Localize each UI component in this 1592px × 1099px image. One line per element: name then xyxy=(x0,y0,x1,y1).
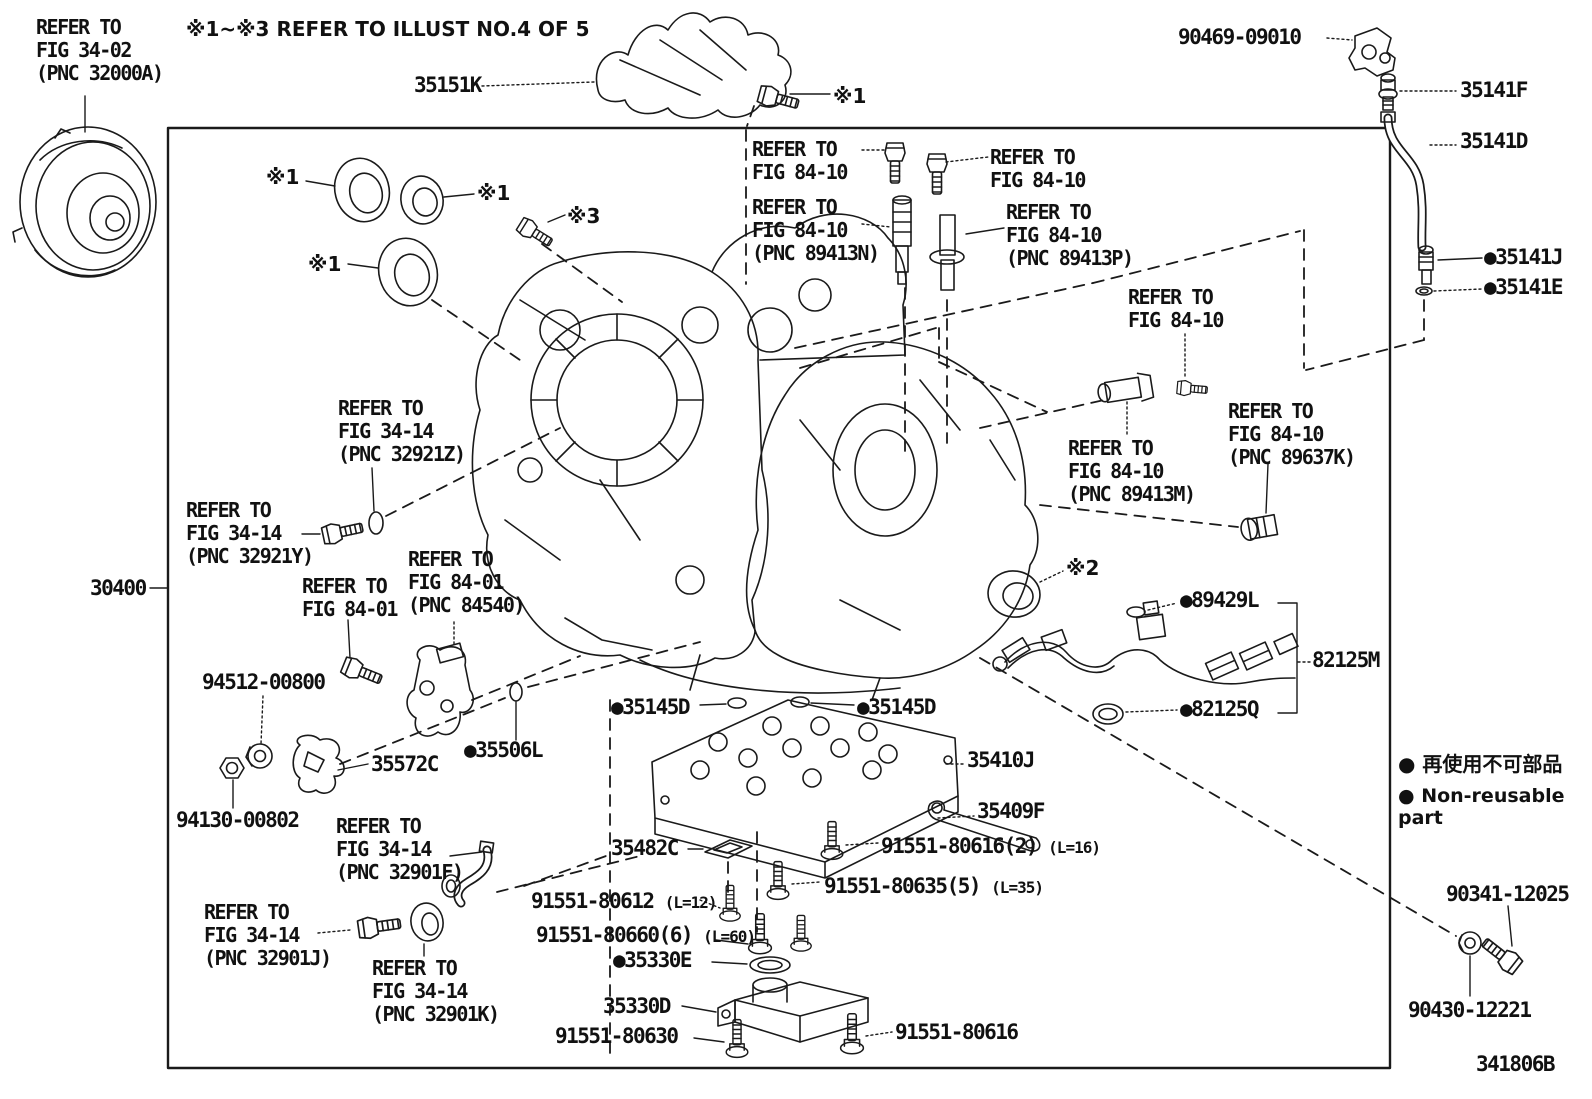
cover-plate-art xyxy=(481,12,831,127)
legend-non-reusable-jp: ● 再使用不可部品 xyxy=(1398,752,1563,776)
bottom-right-parts-art xyxy=(979,657,1525,997)
label-refer-3414-k: REFER TO FIG 34-14 (PNC 32901K) xyxy=(372,956,500,1026)
label-90341-12025: 90341-12025 xyxy=(1446,882,1570,906)
label-94512-00800: 94512-00800 xyxy=(202,670,326,694)
top-sensors-art xyxy=(861,142,1005,453)
figure-code: 341806B xyxy=(1476,1052,1556,1076)
label-35141j: ●35141J xyxy=(1484,245,1564,269)
label-35141e: ●35141E xyxy=(1484,275,1564,299)
label-91551-80616-2: 91551-80616(2) (L=16) xyxy=(881,834,1101,858)
transaxle-case-art xyxy=(471,213,1039,701)
plate-and-bolts-art xyxy=(687,820,879,955)
label-91551-80660-6: 91551-80660(6) (L=60) xyxy=(536,923,756,947)
label-90469-09010: 90469-09010 xyxy=(1178,25,1302,49)
label-refer-3414-j: REFER TO FIG 34-14 (PNC 32901J) xyxy=(204,900,332,970)
label-refer-8410-a: REFER TO FIG 84-10 xyxy=(752,137,848,184)
label-30400: 30400 xyxy=(90,576,147,600)
label-35151k: 35151K xyxy=(414,73,482,97)
label-refer-3414-f: REFER TO FIG 34-14 (PNC 32901F) xyxy=(336,814,464,884)
right-sensors-art xyxy=(979,333,1279,541)
label-35141f: 35141F xyxy=(1460,78,1528,102)
label-35330e: ●35330E xyxy=(613,948,693,972)
label-82125m: 82125M xyxy=(1312,648,1380,672)
wire-harness-art xyxy=(987,570,1311,725)
bottom-left-parts-art xyxy=(317,840,641,957)
shift-actuator-art xyxy=(339,619,581,737)
label-sym1-a: ※1 xyxy=(266,165,300,189)
label-refer-8410-m: REFER TO FIG 84-10 (PNC 89413M) xyxy=(1068,436,1196,506)
label-refer-8410-b: REFER TO FIG 84-10 xyxy=(990,145,1086,192)
label-refer-3414-y: REFER TO FIG 34-14 (PNC 32921Y) xyxy=(186,498,314,568)
label-91551-80616: 91551-80616 xyxy=(895,1020,1019,1044)
label-91551-80630: 91551-80630 xyxy=(555,1024,679,1048)
oil-strainer-art xyxy=(681,956,893,1059)
label-35506l: ●35506L xyxy=(464,738,544,762)
detent-spring-art xyxy=(927,800,1041,852)
legend-non-reusable-en: ● Non-reusable part xyxy=(1398,785,1565,829)
label-35409f: 35409F xyxy=(977,799,1045,823)
label-refer-8410-c: REFER TO FIG 84-10 xyxy=(1128,285,1224,332)
label-35141d: 35141D xyxy=(1460,129,1528,153)
torque-converter-art xyxy=(12,95,157,278)
label-refer-3414-z: REFER TO FIG 34-14 (PNC 32921Z) xyxy=(338,396,466,466)
label-refer-8410-n: REFER TO FIG 84-10 (PNC 89413N) xyxy=(752,195,880,265)
label-35145d-a: ●35145D xyxy=(611,695,691,719)
label-sym1-c: ※1 xyxy=(308,252,342,276)
label-refer-8401-b: REFER TO FIG 84-01 (PNC 84540) xyxy=(408,547,525,617)
label-refer-8410-p: REFER TO FIG 84-10 (PNC 89413P) xyxy=(1006,200,1134,270)
label-94130-00802: 94130-00802 xyxy=(176,808,300,832)
label-refer-fig34-02: REFER TO FIG 34-02 (PNC 32000A) xyxy=(36,15,164,85)
label-35572c: 35572C xyxy=(371,752,439,776)
label-refer-8410-k: REFER TO FIG 84-10 (PNC 89637K) xyxy=(1228,399,1356,469)
valve-body-art xyxy=(523,696,965,1057)
left-mid-parts-art xyxy=(301,427,561,547)
label-91551-80635-5: 91551-80635(5) (L=35) xyxy=(824,874,1044,898)
label-89429l: ●89429L xyxy=(1180,588,1260,612)
label-35330d: 35330D xyxy=(603,994,671,1018)
label-35482c: 35482C xyxy=(611,836,679,860)
label-refer-8401-a: REFER TO FIG 84-01 xyxy=(302,574,398,621)
label-82125q: ●82125Q xyxy=(1180,697,1260,721)
seal-parts-art xyxy=(305,157,623,361)
label-illust-note: ※1~※3 REFER TO ILLUST NO.4 OF 5 xyxy=(186,17,590,41)
label-sym1-d: ※1 xyxy=(833,84,867,108)
nut-bracket-parts-art xyxy=(219,641,701,809)
label-35410j: 35410J xyxy=(967,748,1035,772)
diagram-border xyxy=(166,126,1392,1070)
label-sym1-b: ※1 xyxy=(477,181,511,205)
label-91551-80612: 91551-80612 (L=12) xyxy=(531,889,718,913)
breather-hose-art xyxy=(794,27,1483,413)
label-sym2: ※2 xyxy=(1066,556,1100,580)
label-sym3: ※3 xyxy=(567,204,601,228)
label-35145d-b: ●35145D xyxy=(857,695,937,719)
label-90430-12221: 90430-12221 xyxy=(1408,998,1532,1022)
